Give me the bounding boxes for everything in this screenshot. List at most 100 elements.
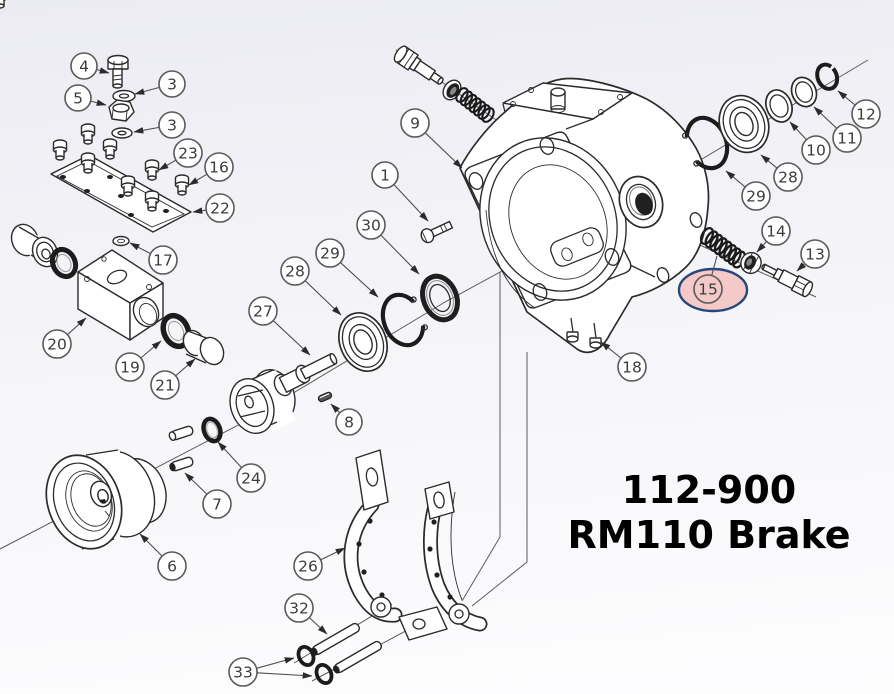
leader-line-19 xyxy=(140,340,162,359)
callout-8[interactable]: 8 xyxy=(335,408,363,436)
part-snapring-29a xyxy=(380,292,428,348)
callout-33[interactable]: 33 xyxy=(228,657,258,687)
part-ring-11 xyxy=(790,76,818,108)
callout-label-10: 10 xyxy=(806,142,826,160)
leader-line-18 xyxy=(600,341,622,359)
part-drum-6 xyxy=(45,449,167,550)
callout-label-27: 27 xyxy=(253,303,273,321)
leader-line-33 xyxy=(256,672,313,679)
callout-3b[interactable]: 3 xyxy=(158,111,186,139)
callout-15[interactable]: 15 xyxy=(693,274,723,304)
leader-line-28b xyxy=(760,154,778,169)
part-seal-left xyxy=(49,246,79,280)
callout-13[interactable]: 13 xyxy=(800,239,830,269)
callout-29b[interactable]: 29 xyxy=(741,181,771,211)
callout-6[interactable]: 6 xyxy=(157,551,187,581)
callout-26[interactable]: 26 xyxy=(293,551,323,581)
callout-28a[interactable]: 28 xyxy=(280,256,310,286)
callout-label-3b: 3 xyxy=(167,117,177,135)
leader-line-26 xyxy=(320,547,346,561)
leader-line-5 xyxy=(90,99,107,106)
callout-23[interactable]: 23 xyxy=(173,138,203,168)
callout-label-12: 12 xyxy=(856,106,876,124)
leader-line-23 xyxy=(158,159,177,171)
leader-line-14 xyxy=(756,241,768,253)
callout-22[interactable]: 22 xyxy=(205,193,235,223)
callout-label-30: 30 xyxy=(361,217,381,235)
leader-line-28a xyxy=(304,280,342,316)
leader-line-21 xyxy=(175,358,196,377)
callout-label-28b: 28 xyxy=(778,169,798,187)
part-snapring-12 xyxy=(815,62,840,91)
leader-line-11 xyxy=(813,106,838,129)
callout-5[interactable]: 5 xyxy=(64,84,92,112)
callout-label-16: 16 xyxy=(209,159,229,177)
leader-line-20 xyxy=(67,317,87,336)
callout-18[interactable]: 18 xyxy=(617,352,647,382)
callout-27[interactable]: 27 xyxy=(248,296,278,326)
part-washer-17 xyxy=(112,235,130,247)
callout-7[interactable]: 7 xyxy=(202,489,232,519)
callout-label-9: 9 xyxy=(410,115,420,133)
callout-4[interactable]: 4 xyxy=(70,52,98,80)
callout-label-24: 24 xyxy=(241,470,261,488)
callout-12[interactable]: 12 xyxy=(851,99,881,129)
leader-line-3b xyxy=(133,126,160,134)
callout-label-22: 22 xyxy=(210,200,230,218)
callout-1[interactable]: 1 xyxy=(371,161,399,189)
callout-29a[interactable]: 29 xyxy=(315,238,345,268)
callout-32[interactable]: 32 xyxy=(284,593,314,623)
leader-line-15 xyxy=(711,255,718,276)
leader-line-17 xyxy=(129,242,151,255)
callout-label-5: 5 xyxy=(73,90,83,108)
leader-line-9 xyxy=(424,132,463,169)
callout-label-3a: 3 xyxy=(167,76,177,94)
plate-bolts xyxy=(0,0,190,212)
callout-28b[interactable]: 28 xyxy=(773,162,803,192)
callout-label-28a: 28 xyxy=(285,263,305,281)
part-nut-14 xyxy=(740,251,762,275)
diagram-title: 112-900 RM110 Brake xyxy=(561,468,857,558)
part-block-20 xyxy=(77,249,164,341)
part-ring-10 xyxy=(765,89,793,123)
callout-3a[interactable]: 3 xyxy=(158,70,186,98)
callout-label-23: 23 xyxy=(178,145,198,163)
callout-21[interactable]: 21 xyxy=(150,370,180,400)
leader-line-8 xyxy=(330,403,341,414)
callout-20[interactable]: 20 xyxy=(42,329,72,359)
callout-label-1: 1 xyxy=(380,167,390,185)
leader-line-4 xyxy=(96,67,110,74)
title-part-number: 112-900 xyxy=(621,468,797,512)
part-shaft-27 xyxy=(229,353,338,434)
callout-16[interactable]: 16 xyxy=(204,152,234,182)
part-spring-15 xyxy=(699,226,747,269)
part-bearing-28a xyxy=(338,312,388,372)
callout-label-14: 14 xyxy=(766,223,786,241)
leader-line-22 xyxy=(192,207,207,214)
callout-label-33: 33 xyxy=(233,664,253,682)
part-washer-3-lower xyxy=(111,127,133,139)
part-bearing-28b xyxy=(718,94,770,154)
callout-label-26: 26 xyxy=(298,558,318,576)
callout-9[interactable]: 9 xyxy=(400,108,430,138)
callout-17[interactable]: 17 xyxy=(148,245,178,275)
callout-11[interactable]: 11 xyxy=(832,123,862,153)
callout-label-21: 21 xyxy=(155,377,175,395)
callout-19[interactable]: 19 xyxy=(115,352,145,382)
leader-line-33 xyxy=(256,657,295,669)
callout-10[interactable]: 10 xyxy=(801,135,831,165)
part-orings-33 xyxy=(296,644,334,686)
part-pin-32-lower xyxy=(332,640,383,674)
part-cup-left xyxy=(10,223,59,268)
leader-line-24 xyxy=(217,441,242,469)
callout-30[interactable]: 30 xyxy=(356,210,386,240)
leader-line-12 xyxy=(837,90,856,106)
callout-label-29b: 29 xyxy=(746,188,766,206)
part-fitting-top xyxy=(393,45,444,85)
callout-14[interactable]: 14 xyxy=(761,216,791,246)
callout-label-13: 13 xyxy=(805,246,825,264)
callout-24[interactable]: 24 xyxy=(236,463,266,493)
part-seal-30 xyxy=(420,273,460,323)
part-cup-21 xyxy=(182,329,225,366)
